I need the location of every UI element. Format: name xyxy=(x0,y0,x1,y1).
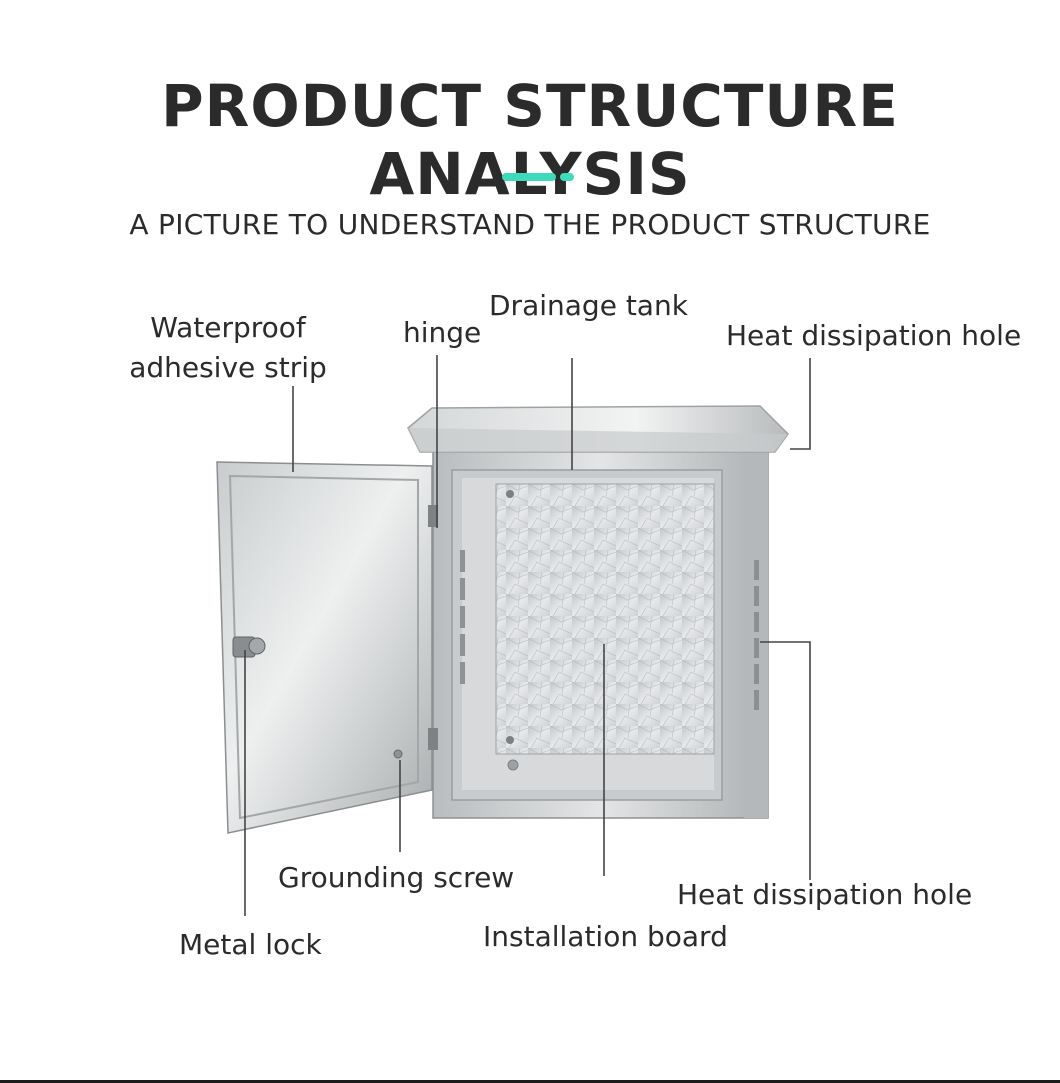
installation-board xyxy=(495,483,715,755)
cabinet-side xyxy=(744,452,768,818)
grounding-screw xyxy=(393,749,403,759)
label-hinge: hinge xyxy=(403,316,482,349)
label-grounding-screw: Grounding screw xyxy=(278,861,515,894)
accent-dot xyxy=(560,173,574,181)
label-installation-board: Installation board xyxy=(483,920,728,953)
label-waterproof-line1: Waterproof xyxy=(150,311,306,344)
open-door xyxy=(216,461,433,834)
hinge-top xyxy=(428,505,438,527)
leader-lines xyxy=(244,355,811,916)
hinge-bottom xyxy=(428,728,438,750)
label-waterproof-line2: adhesive strip xyxy=(129,351,327,384)
heat-slots xyxy=(754,560,759,710)
label-drainage-tank: Drainage tank xyxy=(489,289,688,322)
label-heat-hole-top: Heat dissipation hole xyxy=(726,319,1022,352)
label-heat-hole-bottom: Heat dissipation hole xyxy=(677,878,973,911)
bottom-divider xyxy=(0,1080,1060,1083)
accent-bar xyxy=(502,173,556,181)
side-slots xyxy=(460,550,465,684)
label-metal-lock: Metal lock xyxy=(179,928,322,961)
label-waterproof-strip: Waterproof adhesive strip xyxy=(128,308,328,388)
page-subtitle: A PICTURE TO UNDERSTAND THE PRODUCT STRU… xyxy=(129,208,931,241)
